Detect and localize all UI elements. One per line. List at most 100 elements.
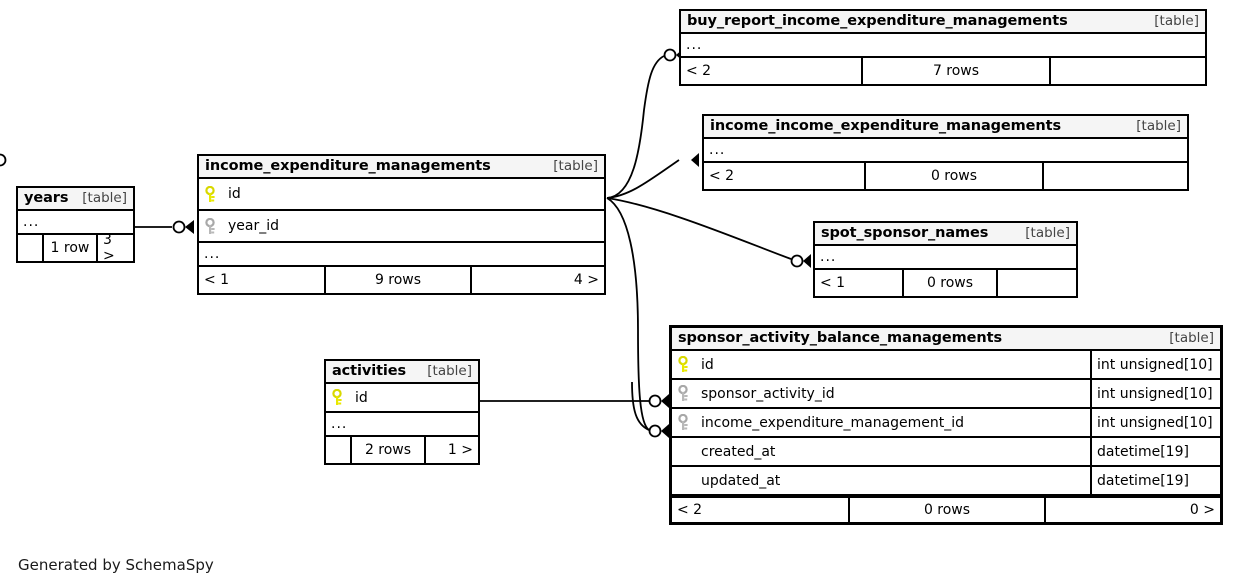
footer-parents-count[interactable]: < 1: [204, 272, 230, 288]
no-key-spacer-icon: [678, 472, 692, 489]
table-footer: < 2 0 rows: [704, 163, 1187, 189]
footer-children-count[interactable]: [1044, 163, 1187, 189]
column-name-cell: sponsor_activity_id: [672, 385, 1090, 402]
edge-iem-to-income-income: [606, 159, 680, 199]
columns-collapsed-indicator[interactable]: ...: [704, 139, 1187, 163]
column-label: id: [228, 186, 241, 202]
table-type-tag: [table]: [1154, 13, 1199, 29]
table-type-tag: [table]: [427, 363, 472, 379]
table-header: buy_report_income_expenditure_management…: [681, 11, 1205, 34]
table-buy-report-income-expenditure-managements[interactable]: buy_report_income_expenditure_management…: [679, 9, 1207, 86]
column-row[interactable]: id: [326, 384, 478, 413]
footer-children-count[interactable]: 3 >: [102, 235, 115, 261]
column-row[interactable]: id: [199, 179, 604, 211]
column-label: income_expenditure_management_id: [701, 414, 965, 431]
footer-row-count: 0 rows: [902, 270, 998, 296]
table-sponsor-activity-balance-managements[interactable]: sponsor_activity_balance_managements [ta…: [669, 325, 1223, 525]
footer-parents-count[interactable]: < 2: [709, 168, 735, 184]
column-label: created_at: [701, 443, 776, 460]
column-name-cell: id: [672, 356, 1090, 373]
table-footer: 2 rows 1 >: [326, 437, 478, 463]
column-row[interactable]: id int unsigned[10]: [672, 351, 1220, 380]
table-title: years: [24, 190, 69, 206]
column-name-cell: income_expenditure_management_id: [672, 414, 1090, 431]
table-title: spot_sponsor_names: [821, 225, 989, 241]
footer-row-count: 9 rows: [324, 267, 472, 293]
primary-key-icon: [332, 389, 346, 406]
table-type-tag: [table]: [1025, 225, 1070, 241]
column-label: id: [355, 389, 368, 406]
foreign-key-icon: [678, 414, 692, 431]
footer-children-count[interactable]: [998, 270, 1076, 296]
columns-collapsed-indicator[interactable]: ...: [815, 246, 1076, 270]
column-label: year_id: [228, 218, 280, 234]
column-row[interactable]: created_at datetime[19]: [672, 438, 1220, 467]
table-activities[interactable]: activities [table] id ... 2 rows 1 >: [324, 359, 480, 465]
generator-credit: Generated by SchemaSpy: [18, 556, 214, 574]
no-key-spacer-icon: [678, 443, 692, 460]
edge-iem-to-sponsor-balance: [606, 197, 650, 431]
column-type: int unsigned[10]: [1090, 409, 1220, 436]
footer-row-count: 0 rows: [848, 498, 1046, 522]
footer-children-count[interactable]: [1051, 58, 1205, 84]
footer-children-count[interactable]: 4 >: [573, 272, 599, 288]
footer-parents-count[interactable]: < 2: [686, 63, 712, 79]
columns-collapsed-indicator[interactable]: ...: [199, 243, 604, 267]
columns-collapsed-indicator[interactable]: ...: [681, 34, 1205, 58]
column-type: datetime[19]: [1090, 438, 1220, 465]
footer-parents-count[interactable]: [18, 235, 42, 261]
column-name-cell: created_at: [672, 443, 1090, 460]
table-type-tag: [table]: [1136, 118, 1181, 134]
footer-parents-count[interactable]: < 2: [677, 502, 703, 518]
table-header: spot_sponsor_names [table]: [815, 223, 1076, 246]
columns-collapsed-indicator[interactable]: ...: [326, 413, 478, 437]
table-header: years [table]: [18, 188, 133, 211]
foreign-key-icon: [678, 385, 692, 402]
table-footer: 1 row 3 >: [18, 235, 133, 261]
table-footer: < 2 0 rows 0 >: [672, 496, 1220, 522]
table-years[interactable]: years [table] ... 1 row 3 >: [16, 186, 135, 263]
table-spot-sponsor-names[interactable]: spot_sponsor_names [table] ... < 1 0 row…: [813, 221, 1078, 298]
table-title: buy_report_income_expenditure_management…: [687, 13, 1068, 29]
footer-row-count: 2 rows: [350, 437, 426, 463]
footer-children-count[interactable]: 1 >: [447, 442, 473, 458]
table-type-tag: [table]: [82, 190, 127, 206]
column-row[interactable]: income_expenditure_management_id int uns…: [672, 409, 1220, 438]
table-income-income-expenditure-managements[interactable]: income_income_expenditure_managements [t…: [702, 114, 1189, 191]
footer-parents-count[interactable]: [326, 437, 350, 463]
column-name-cell: updated_at: [672, 472, 1090, 489]
edge-iem-to-spot-sponsor: [606, 197, 792, 260]
column-label: id: [701, 356, 714, 373]
edge-iem-to-buy-report: [606, 55, 665, 199]
table-header: income_expenditure_managements [table]: [199, 156, 604, 179]
column-label: sponsor_activity_id: [701, 385, 835, 402]
column-type: datetime[19]: [1090, 467, 1220, 494]
table-title: sponsor_activity_balance_managements: [678, 330, 1002, 346]
column-row[interactable]: updated_at datetime[19]: [672, 467, 1220, 496]
column-row[interactable]: year_id: [199, 211, 604, 243]
table-header: sponsor_activity_balance_managements [ta…: [672, 328, 1220, 351]
table-header: activities [table]: [326, 361, 478, 384]
table-footer: < 2 7 rows: [681, 58, 1205, 84]
edge-activities-curve-secondary: [631, 381, 650, 431]
column-type: int unsigned[10]: [1090, 380, 1220, 407]
columns-collapsed-indicator[interactable]: ...: [18, 211, 133, 235]
primary-key-icon: [205, 185, 219, 203]
primary-key-icon: [678, 356, 692, 373]
table-income-expenditure-managements[interactable]: income_expenditure_managements [table] i…: [197, 154, 606, 295]
table-title: income_income_expenditure_managements: [710, 118, 1061, 134]
table-footer: < 1 9 rows 4 >: [199, 267, 604, 293]
column-name-cell: id: [326, 389, 478, 406]
column-type: int unsigned[10]: [1090, 351, 1220, 378]
table-type-tag: [table]: [1169, 330, 1214, 346]
column-label: updated_at: [701, 472, 781, 489]
table-header: income_income_expenditure_managements [t…: [704, 116, 1187, 139]
column-name-cell: id: [199, 185, 604, 203]
footer-children-count[interactable]: 0 >: [1189, 502, 1215, 518]
footer-parents-count[interactable]: < 1: [820, 275, 846, 291]
footer-row-count: 7 rows: [861, 58, 1051, 84]
column-row[interactable]: sponsor_activity_id int unsigned[10]: [672, 380, 1220, 409]
column-name-cell: year_id: [199, 217, 604, 235]
table-footer: < 1 0 rows: [815, 270, 1076, 296]
